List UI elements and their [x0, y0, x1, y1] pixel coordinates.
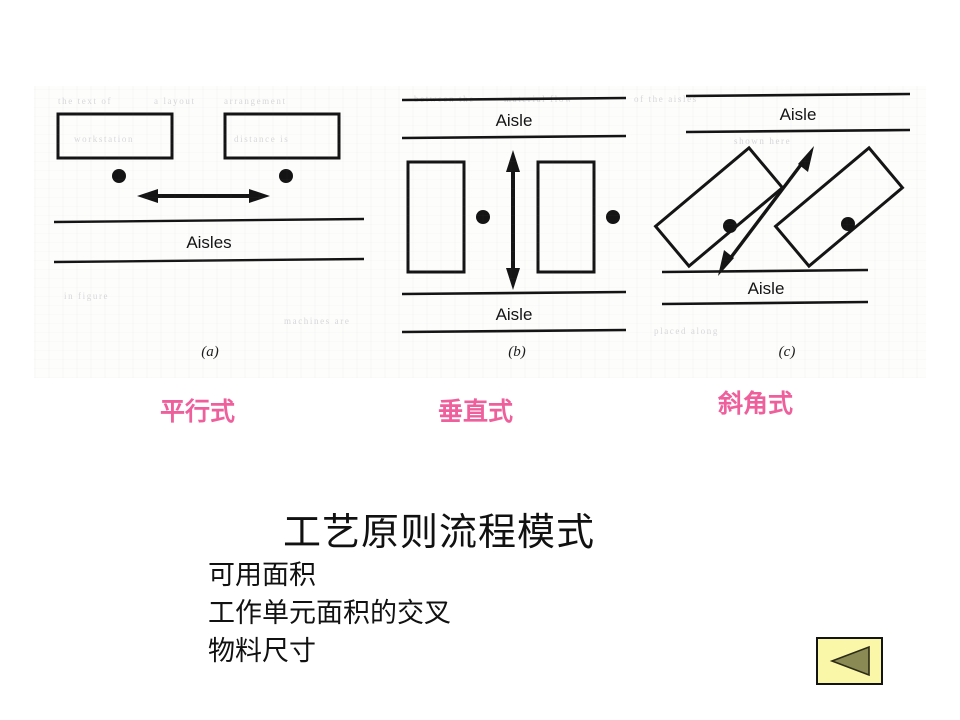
ghost-mark: distance is: [234, 134, 290, 144]
body-text-block: 可用面积 工作单元面积的交叉 物料尺寸: [208, 556, 451, 670]
aisle-line: [401, 328, 627, 334]
operator-dot: [606, 210, 620, 224]
aisle-label-top: Aisle: [780, 105, 817, 124]
label-perpendicular-layout: 垂直式: [438, 399, 514, 426]
workstation-box: [406, 160, 466, 274]
aisle-line: [401, 290, 627, 296]
back-navigation-button[interactable]: [816, 637, 883, 685]
aisle-line: [685, 128, 911, 134]
aisle-line: [53, 257, 365, 264]
operator-dot: [723, 219, 737, 233]
figure-panel-b: Aisle Aisle (b): [386, 86, 648, 378]
operator-dot: [841, 217, 855, 231]
ghost-mark: of the aisles: [634, 94, 698, 104]
ghost-mark: machines are: [284, 316, 351, 326]
aisle-line: [53, 217, 365, 224]
panel-c-drawing: Aisle Aisle: [653, 92, 911, 306]
figure-panel-a: Aisles (a): [34, 86, 386, 378]
body-line: 可用面积: [208, 560, 316, 590]
ghost-mark: workstation: [74, 134, 135, 144]
workstation-box: [223, 112, 341, 160]
ghost-mark: shown here: [734, 136, 792, 146]
aisle-line: [685, 92, 911, 98]
ghost-mark: a layout: [154, 96, 196, 106]
aisle-line: [661, 268, 869, 274]
flow-arrow-horizontal: [137, 189, 270, 203]
panel-a-drawing: Aisles: [53, 112, 365, 264]
body-line: 物料尺寸: [208, 636, 316, 666]
panel-b-drawing: Aisle Aisle: [401, 96, 627, 334]
back-triangle-icon: [829, 645, 870, 677]
panel-caption-a: (a): [201, 344, 219, 360]
aisle-line: [661, 300, 869, 306]
scanned-figure: the text of a layout arrangement between…: [34, 86, 926, 378]
ghost-mark: the text of: [58, 96, 113, 106]
body-line: 工作单元面积的交叉: [208, 598, 451, 628]
aisle-label-top: Aisle: [496, 111, 533, 130]
ghost-mark: placed along: [654, 326, 719, 336]
figure-panel-c: Aisle Aisle (c): [648, 86, 926, 378]
workstation-box: [653, 145, 785, 269]
workstation-box: [773, 145, 905, 269]
workstation-box: [56, 112, 174, 160]
operator-dot: [279, 169, 293, 183]
flow-arrow-diagonal: [718, 146, 814, 276]
ghost-mark: in figure: [64, 291, 110, 301]
label-parallel-layout: 平行式: [160, 399, 236, 426]
slide-title: 工艺原则流程模式: [283, 512, 596, 554]
operator-dot: [476, 210, 490, 224]
ghost-mark: arrangement: [224, 96, 287, 106]
panel-caption-c: (c): [778, 344, 796, 360]
aisle-line: [401, 134, 627, 140]
aisle-label-bottom: Aisle: [496, 305, 533, 324]
workstation-box: [536, 160, 596, 274]
aisle-label: Aisles: [186, 233, 231, 252]
flow-arrow-vertical: [506, 150, 520, 290]
panel-caption-b: (b): [508, 344, 526, 360]
operator-dot: [112, 169, 126, 183]
aisle-label-bottom: Aisle: [748, 279, 785, 298]
aisle-line: [401, 96, 627, 102]
label-angular-layout: 斜角式: [718, 391, 794, 418]
